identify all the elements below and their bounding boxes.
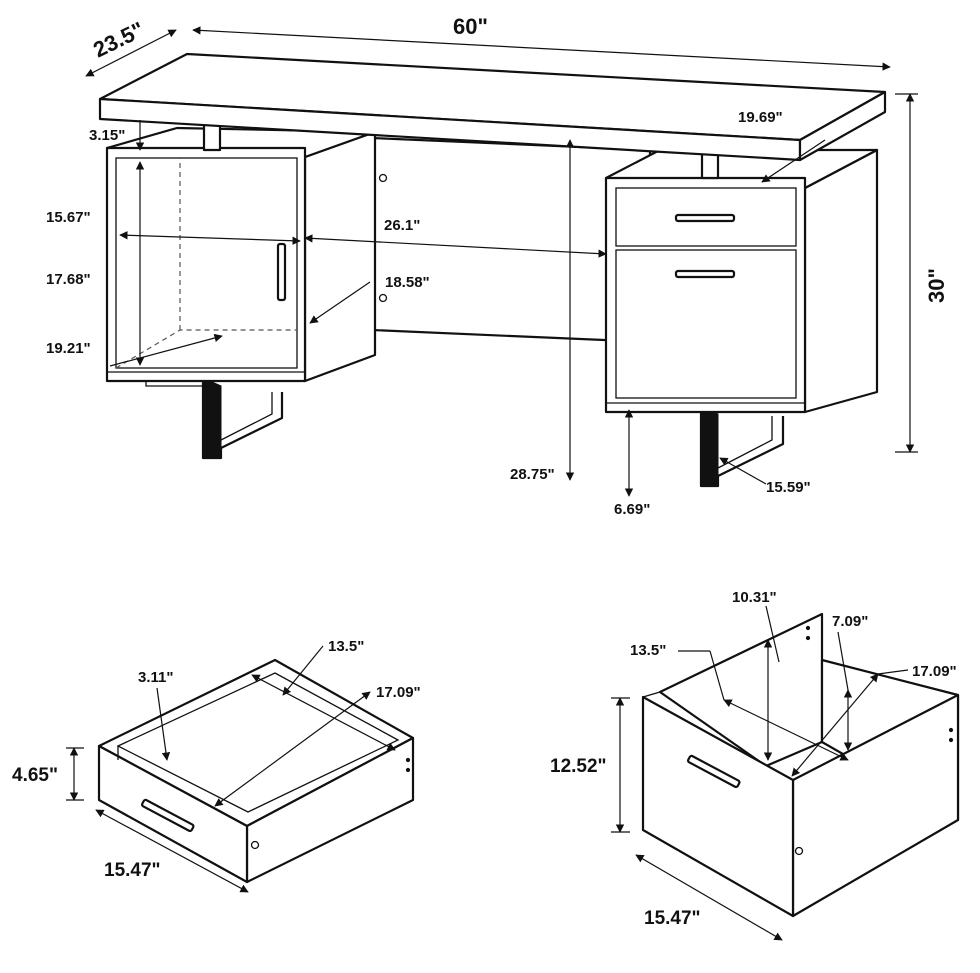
small-drawer-dimensions: [66, 645, 396, 893]
door-handle: [276, 242, 287, 302]
label-file-drawer-height: 12.52": [550, 756, 607, 777]
file-drawer-handle: [674, 269, 736, 279]
label-file-drawer-inner-width: 13.5": [630, 642, 666, 659]
file-drawer-labels: 12.52" 15.47" 13.5" 10.31" 7.09" 17.09": [550, 589, 957, 929]
label-top-overhang: 19.69": [738, 109, 783, 126]
label-file-drawer-width: 15.47": [644, 908, 701, 929]
label-file-drawer-inner-height-side: 7.09": [832, 613, 868, 630]
label-door-width: 15.67": [46, 209, 91, 226]
left-cabinet: [105, 126, 377, 383]
label-cabinet-height: 17.68": [46, 271, 91, 288]
label-desk-width: 60": [453, 14, 488, 39]
label-file-drawer-inner-depth: 17.09": [912, 663, 957, 680]
label-small-drawer-height: 4.65": [12, 765, 58, 786]
label-floor-clearance: 6.69": [614, 501, 650, 518]
label-leg-depth: 15.59": [766, 479, 811, 496]
file-drawer-dimensions: [611, 605, 909, 941]
small-drawer-labels: 4.65" 15.47" 13.5" 3.11" 17.09": [12, 638, 421, 881]
label-file-drawer-inner-height-back: 10.31": [732, 589, 777, 606]
label-top-thickness: 3.15": [89, 127, 125, 144]
label-desk-height: 30": [924, 268, 949, 303]
label-cabinet-inner-depth: 18.58": [385, 274, 430, 291]
small-drawer-illustration: [97, 658, 415, 884]
label-knee-width: 26.1": [384, 217, 420, 234]
label-small-drawer-width: 15.47": [104, 860, 161, 881]
left-leg: [145, 377, 284, 460]
desk-illustration: [98, 52, 887, 488]
label-desk-depth: 23.5": [89, 17, 148, 63]
label-small-drawer-inner-depth: 17.09": [376, 684, 421, 701]
label-small-drawer-inner-height: 3.11": [138, 669, 173, 686]
drawer-handle: [674, 213, 736, 223]
label-small-drawer-inner-width: 13.5": [328, 638, 364, 655]
label-cabinet-depth: 19.21": [46, 340, 91, 357]
label-knee-height: 28.75": [510, 466, 555, 483]
right-cabinet: [604, 148, 879, 414]
file-drawer-front-handle: [687, 754, 741, 789]
desk-dimensions: [85, 26, 918, 497]
right-leg: [644, 406, 785, 488]
